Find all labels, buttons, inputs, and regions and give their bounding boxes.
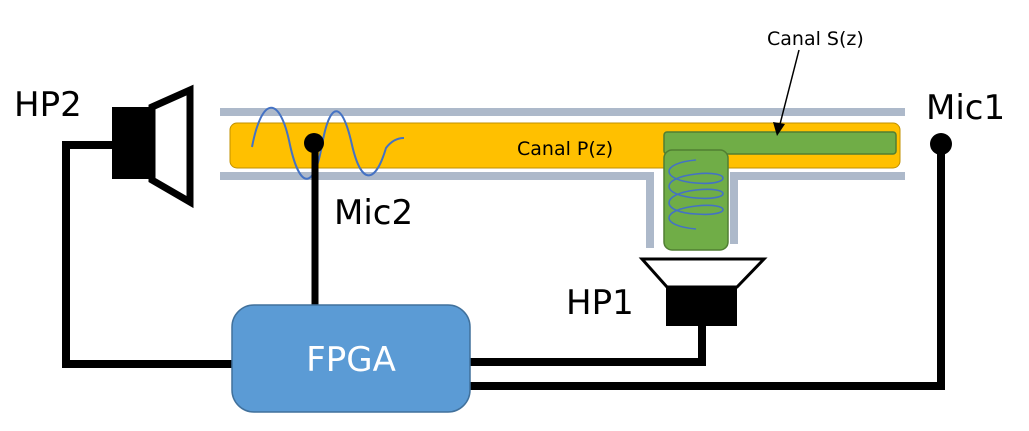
canal-s-label: Canal S(z) xyxy=(767,28,864,50)
secondary-path-horizontal xyxy=(663,131,897,155)
secondary-path-vertical xyxy=(663,149,729,251)
secondary-coil xyxy=(668,159,724,230)
canal-p-label: Canal P(z) xyxy=(517,138,613,160)
speaker-icon xyxy=(638,257,768,326)
wire-fpga-hp1 xyxy=(470,326,706,366)
wire-fpga-mic1 xyxy=(470,146,945,390)
wire-hp2-fpga xyxy=(62,141,232,368)
hp2-label: HP2 xyxy=(14,85,82,125)
canal-s-arrow xyxy=(778,49,800,129)
mic2-label: Mic2 xyxy=(334,193,413,233)
microphone-icon xyxy=(930,133,952,155)
fpga-label: FPGA xyxy=(306,340,396,380)
microphone-icon xyxy=(304,133,324,153)
canal-s-arrowhead xyxy=(773,122,785,136)
primary-noise-wave xyxy=(251,106,405,180)
mic1-label: Mic1 xyxy=(926,88,1005,128)
speaker-icon xyxy=(112,84,194,209)
hp1-label: HP1 xyxy=(566,283,634,323)
fpga-box xyxy=(231,304,471,413)
